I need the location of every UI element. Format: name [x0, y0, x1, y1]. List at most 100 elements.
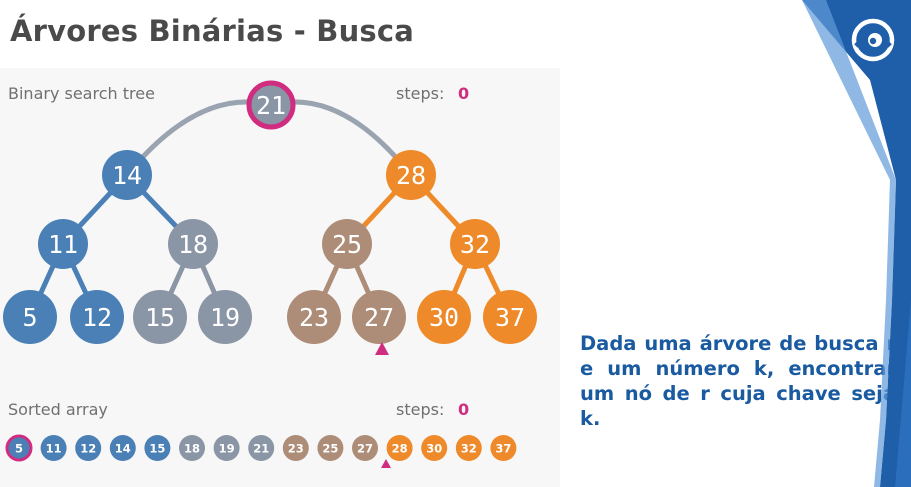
tree-node: 21: [246, 80, 296, 130]
tree-node-label: 21: [256, 91, 286, 120]
array-cell-label: 28: [392, 442, 408, 456]
array-cell-label: 11: [46, 442, 62, 456]
tree-node-circle: [322, 219, 372, 269]
array-cell-circle: [317, 435, 344, 461]
array-cell-label: 18: [184, 442, 200, 456]
array-panel-label: Sorted array: [8, 400, 108, 419]
array-cell: 21: [248, 435, 275, 461]
tree-node-circle: [352, 290, 406, 344]
array-cell: 14: [109, 435, 136, 461]
tree-node-label: 15: [145, 303, 175, 332]
array-cell-label: 27: [357, 442, 373, 456]
tree-node-label: 32: [460, 230, 490, 259]
array-pointer-marker: [381, 459, 391, 468]
tree-node: 14: [102, 150, 152, 200]
array-cell-circle: [282, 435, 309, 461]
tree-node: 32: [450, 219, 500, 269]
tree-node-label: 11: [48, 230, 78, 259]
tree-node-label: 23: [299, 303, 329, 332]
array-cell-circle: [109, 435, 136, 461]
tree-node: 18: [168, 219, 218, 269]
array-cell-label: 15: [149, 442, 165, 456]
array-cell: 32: [455, 435, 482, 461]
tree-node: 19: [198, 290, 252, 344]
array-cell: 15: [144, 435, 171, 461]
array-cell-circle: [5, 434, 33, 462]
tree-node-circle: [450, 219, 500, 269]
tree-node: 28: [386, 150, 436, 200]
brand-band-corner: [895, 300, 911, 487]
array-cell-circle: [421, 435, 448, 461]
tree-steps-label: steps:: [396, 84, 444, 103]
tree-pointer-marker: [375, 342, 389, 355]
array-cell-label: 23: [288, 442, 304, 456]
slide-title: Árvores Binárias - Busca: [10, 14, 415, 48]
array-steps-value: 0: [458, 400, 469, 419]
tree-node-label: 19: [210, 303, 240, 332]
array-cell-circle: [386, 435, 413, 461]
tree-node: 12: [70, 290, 124, 344]
array-cell-label: 30: [426, 442, 442, 456]
array-cell-label: 14: [115, 442, 131, 456]
array-cell-circle: [455, 435, 482, 461]
tree-node: 15: [133, 290, 187, 344]
tree-node-circle: [198, 290, 252, 344]
array-cell: 23: [282, 435, 309, 461]
array-cell: 18: [179, 435, 205, 461]
array-cell-circle: [248, 435, 275, 461]
array-cell-circle: [179, 435, 205, 461]
tree-node: 27: [352, 290, 406, 344]
tree-node-circle: [3, 290, 57, 344]
array-cell-label: 37: [495, 442, 511, 456]
tree-node-circle: [38, 219, 88, 269]
brand-band: [802, 0, 911, 487]
array-cell-label: 12: [80, 442, 96, 456]
tree-node-circle: [483, 290, 537, 344]
array-cell: 25: [317, 435, 344, 461]
problem-statement: Dada uma árvore de busca r e um número k…: [580, 332, 896, 430]
tree-node-circle: [386, 150, 436, 200]
brand-band-highlight: [802, 0, 896, 487]
array-cell: 30: [421, 435, 448, 461]
tree-node-label: 5: [22, 303, 37, 332]
tree-node-circle: [246, 80, 296, 130]
bst-diagram: Binary search tree steps: 0 Sorted array…: [3, 80, 537, 468]
tree-node-label: 18: [178, 230, 208, 259]
array-cell-circle: [490, 435, 517, 461]
array-cell-label: 25: [322, 442, 338, 456]
array-cell: 28: [386, 435, 413, 461]
tree-node: 30: [417, 290, 471, 344]
array-cell: 12: [75, 435, 102, 461]
array-cell: 19: [213, 435, 240, 461]
tree-node-circle: [102, 150, 152, 200]
tree-node-label: 28: [396, 161, 426, 190]
tree-node-label: 14: [112, 161, 142, 190]
tree-node-circle: [417, 290, 471, 344]
array-cell-circle: [144, 435, 171, 461]
array-cell-label: 19: [219, 442, 235, 456]
array-cell: 27: [352, 435, 378, 461]
array-cell: 11: [40, 435, 67, 461]
tree-node-circle: [168, 219, 218, 269]
array-cell-label: 32: [461, 442, 477, 456]
tree-node-circle: [287, 290, 341, 344]
array-cell: 5: [5, 434, 33, 462]
bst-figure: Binary search tree steps: 0 Sorted array…: [0, 68, 560, 487]
array-cell-circle: [213, 435, 240, 461]
eye-swirl-icon: [851, 18, 895, 62]
array-cell-circle: [352, 435, 378, 461]
tree-node-circle: [70, 290, 124, 344]
array-cell-label: 21: [253, 442, 269, 456]
array-steps-label: steps:: [396, 400, 444, 419]
tree-node-circle: [133, 290, 187, 344]
tree-node: 37: [483, 290, 537, 344]
tree-node-label: 12: [82, 303, 112, 332]
array-cell: 37: [490, 435, 517, 461]
tree-node: 11: [38, 219, 88, 269]
tree-panel-label: Binary search tree: [8, 84, 155, 103]
array-cell-circle: [40, 435, 67, 461]
tree-node-label: 30: [429, 303, 459, 332]
array-cell-circle: [75, 435, 102, 461]
